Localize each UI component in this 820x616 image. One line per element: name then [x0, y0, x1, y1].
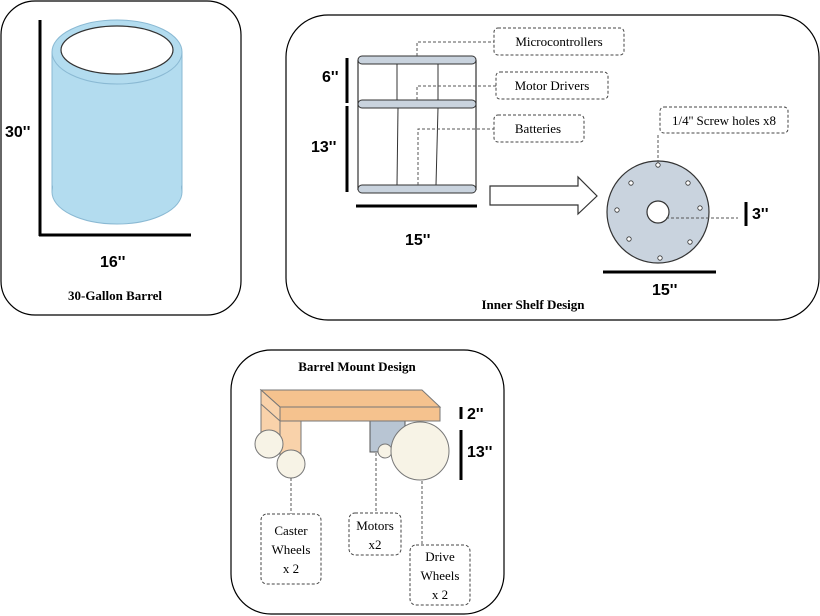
screw-holes-label: 1/4'' Screw holes x8	[672, 113, 776, 128]
shelf-middle	[357, 99, 477, 109]
caster-label-line1: Caster	[274, 523, 308, 538]
shelf-disc	[606, 160, 710, 264]
batteries-callout	[493, 114, 585, 143]
barrel-caption: 30-Gallon Barrel	[68, 288, 162, 303]
mount-caption: Barrel Mount Design	[298, 359, 416, 374]
drive-wheels-callout	[409, 544, 471, 606]
shelf-bottom	[357, 184, 477, 194]
drive-label-line2: Wheels	[421, 568, 460, 583]
motors-label-line2: x2	[369, 537, 382, 552]
screw-holes-callout	[659, 106, 789, 134]
shelf-bottom-gap-label: 13''	[311, 139, 336, 156]
shelf-top	[357, 55, 477, 65]
motors-label-line1: Motors	[356, 518, 394, 533]
motor-drivers-label: Motor Drivers	[515, 78, 590, 93]
microcontrollers-label: Microcontrollers	[515, 34, 602, 49]
barrel-panel: 30'' 16'' 30-Gallon Barrel	[0, 0, 242, 316]
caster-label-line2: Wheels	[272, 542, 311, 557]
microcontrollers-callout	[493, 27, 625, 56]
barrel-width-label: 16''	[100, 254, 125, 271]
shelf-panel: 6'' 13'' 15'' Microcontrollers Motor Dri…	[285, 14, 820, 321]
barrel-drawing	[51, 19, 183, 225]
caster-label-line3: x 2	[283, 561, 299, 576]
caster-wheel-rear	[254, 429, 284, 459]
mount-height-label: 13''	[467, 444, 492, 461]
shelf-stack	[357, 55, 477, 194]
hole-dim-label: 3''	[752, 206, 769, 223]
shelf-top-gap-label: 6''	[322, 69, 339, 86]
screw-holes	[614, 162, 703, 261]
plate-thickness-label: 2''	[467, 406, 484, 423]
shelf-disc-center-hole	[646, 200, 670, 224]
barrel-height-label: 30''	[5, 124, 30, 141]
caster-wheel-front	[276, 449, 306, 479]
barrel-opening	[60, 25, 174, 75]
motors-callout	[348, 512, 402, 556]
batteries-label: Batteries	[515, 121, 561, 136]
drive-wheel	[390, 421, 450, 481]
drive-label-line1: Drive	[425, 549, 455, 564]
caster-wheels-callout	[260, 513, 322, 585]
motor-drivers-callout	[495, 71, 609, 100]
shelf-width-label: 15''	[405, 232, 430, 249]
shelf-caption: Inner Shelf Design	[481, 297, 585, 312]
mount-plate	[259, 388, 442, 423]
arrow-icon	[489, 175, 598, 216]
disc-diameter-label: 15''	[652, 282, 677, 299]
mount-panel: Barrel Mount Design 2'' 13'' Caste	[230, 349, 505, 615]
drive-label-line3: x 2	[432, 587, 448, 602]
